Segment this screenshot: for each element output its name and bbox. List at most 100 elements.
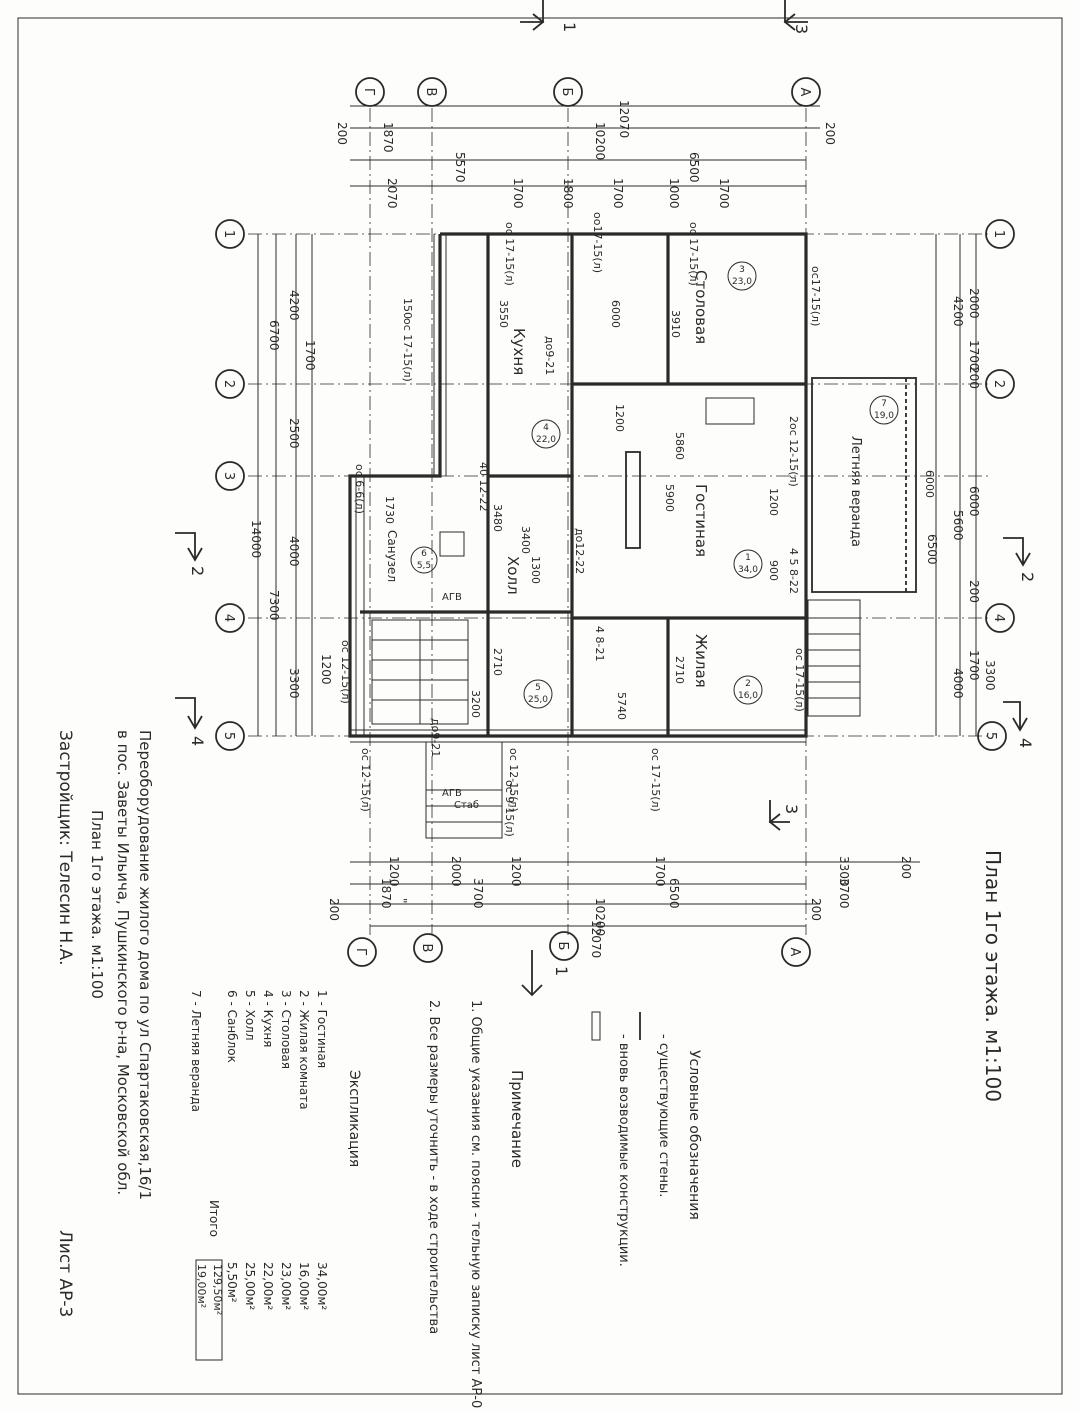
entrance-stairs-right xyxy=(807,599,861,717)
axis-label-g-top: Г xyxy=(361,88,376,96)
expl-row-3-name: 3 - Столовая xyxy=(279,990,293,1069)
opening-0: ос 17-15(л) xyxy=(503,222,516,286)
bottom-dimensions: 1200 2000 1200 1700 3300 200 1870 3700 6… xyxy=(327,856,913,958)
opening-12: ос 12-15(л) xyxy=(359,748,372,812)
stab-label: Стаб xyxy=(454,800,479,811)
room-dim-0: 3550 xyxy=(497,300,510,328)
room-area-hall: 25,0 xyxy=(528,695,548,705)
room-dim-3: 1200 xyxy=(613,404,626,432)
dim-top3-e: 1000 xyxy=(667,178,681,209)
section-label-1-top: 1 xyxy=(560,22,579,32)
dim-total-top: 12070 xyxy=(617,100,631,138)
room-num-veranda: 7 xyxy=(881,399,887,409)
room-name-bathroom: Санузел xyxy=(385,530,399,582)
room-tag-hall xyxy=(523,679,553,709)
dim-top3-c: 1800 xyxy=(561,178,575,209)
room-name-living: Гостиная xyxy=(692,484,710,557)
sheet-frame xyxy=(17,17,1063,1395)
opening-10: до9-21 xyxy=(429,718,442,757)
note-2: 2. Все размеры уточнить - в ходе строите… xyxy=(426,1000,441,1334)
room-area-bathroom: 5,5 xyxy=(417,561,431,571)
room-num-living: 1 xyxy=(745,553,751,563)
right-dimensions: 6500 4200 5600 4000 2000 1700 200 6000 2… xyxy=(925,288,997,699)
room-num-bathroom: 6 xyxy=(421,549,427,559)
project-address: в пос. Заветы Ильича, Пушкинского р-на, … xyxy=(114,730,132,1195)
room-dim-1: 6000 xyxy=(609,300,622,328)
section-label-4-right: 4 xyxy=(1016,738,1035,748)
room-area-veranda: 19,0 xyxy=(874,411,894,421)
room-name-veranda: Летняя веранда xyxy=(848,436,863,547)
title-block: Переоборудование жилого дома по ул Спарт… xyxy=(55,730,154,1317)
dim-left4-b: 1200 xyxy=(319,654,333,685)
dim-bottom1-c: 1200 xyxy=(509,856,523,887)
axis-label-4-right: 4 xyxy=(991,614,1006,622)
legend-title: Условные обозначения xyxy=(686,1050,702,1220)
section-label-2-left: 2 xyxy=(188,566,207,576)
opening-2: ос 17-15(л) xyxy=(687,222,700,286)
fireplace xyxy=(625,451,641,549)
expl-row-6-area: 5,50м² xyxy=(225,1262,239,1303)
room-area-bedroom: 16,0 xyxy=(738,691,758,701)
expl-row-1-area: 34,00м² xyxy=(315,1262,329,1310)
sheet-number: Лист АР-3 xyxy=(55,1230,75,1317)
dim-right3-c: 200 xyxy=(967,366,981,389)
room-dim-2: 3910 xyxy=(669,310,682,338)
axis-label-2-left: 2 xyxy=(221,380,236,388)
room-dim-4: 5860 xyxy=(673,432,686,460)
opening-1: оо17-15(л) xyxy=(591,212,604,273)
summer-veranda xyxy=(811,377,917,593)
dim-bottom1-b: 2000 xyxy=(449,856,463,887)
dim-bottom2-d: 3700 xyxy=(837,878,851,909)
entrance-porch xyxy=(425,741,503,839)
axis-letters-bottom: Г В Б А xyxy=(347,931,811,967)
axis-numbers-left: 1 2 3 4 5 xyxy=(215,219,245,751)
opening-11: ос 12-15(л) xyxy=(339,640,352,704)
room-dim-12: 3200 xyxy=(469,690,482,718)
plan-title: План 1го этажа. м1:100 xyxy=(981,850,1005,1102)
room-name-bedroom: Жилая xyxy=(692,634,710,688)
room-tag-veranda xyxy=(869,395,899,425)
agv-label-2: АГВ xyxy=(442,788,462,799)
boiler-unit xyxy=(439,531,465,557)
expl-veranda-area: 19,00м² xyxy=(195,1264,208,1308)
opening-9: 4 8-21 xyxy=(593,626,606,661)
dim-left3-a: 4200 xyxy=(287,290,301,321)
dim-right2-b: 5600 xyxy=(951,510,965,541)
opening-marks: ос 17-15(л) оо17-15(л) ос 17-15(л) ос17-… xyxy=(339,212,822,837)
builder-name: Застройщик: Телесин Н.А. xyxy=(55,730,75,966)
dim-top2-b: 6500 xyxy=(687,152,701,183)
axis-letters-top: Г В Б А xyxy=(355,77,821,107)
left-dimensions: 14000 6700 7300 4200 2500 4000 3300 1700… xyxy=(249,290,333,699)
room-dim-5: 5900 xyxy=(663,484,676,512)
dim-right3-a: 2000 xyxy=(967,288,981,319)
axis-label-a-top: А xyxy=(797,88,812,97)
notes-title: Примечание xyxy=(508,1070,526,1168)
section-label-1-bottom: 1 xyxy=(552,966,571,976)
room-dim-8: 3400 xyxy=(519,526,532,554)
new-construction-walls xyxy=(350,234,806,743)
dim-right-total: 6500 xyxy=(925,534,939,565)
room-area-living: 34,0 xyxy=(738,565,758,575)
axis-label-g-bottom: Г xyxy=(353,948,368,956)
dim-top3-b: 1700 xyxy=(511,178,525,209)
dim-bottom2-b: 3700 xyxy=(471,878,485,909)
axis-label-2-right: 2 xyxy=(991,380,1006,388)
dim-left2-a: 6700 xyxy=(267,320,281,351)
dim-top1-a: 200 xyxy=(335,122,349,145)
opening-5: ос 6-6(л) xyxy=(353,464,366,514)
opening-6: 40 12-22 xyxy=(477,462,490,511)
axis-label-v-top: В xyxy=(423,88,438,97)
dim-left3-c: 4000 xyxy=(287,536,301,567)
room-dim-9: 1300 xyxy=(529,556,542,584)
dim-bottom1-e: 3300 xyxy=(837,856,851,887)
dim-bottom1-a: 1200 xyxy=(387,856,401,887)
room-dim-6: 1730 xyxy=(383,496,396,524)
axis-label-4-left: 4 xyxy=(221,614,236,622)
axis-label-3-left: 3 xyxy=(221,472,236,480)
room-area-kitchen: 22,0 xyxy=(536,435,556,445)
axis-label-1-left: 1 xyxy=(221,230,236,238)
section-label-4-left: 4 xyxy=(188,736,207,746)
room-dim-15: 6000 xyxy=(923,470,936,498)
dim-right3-e: 200 xyxy=(967,580,981,603)
